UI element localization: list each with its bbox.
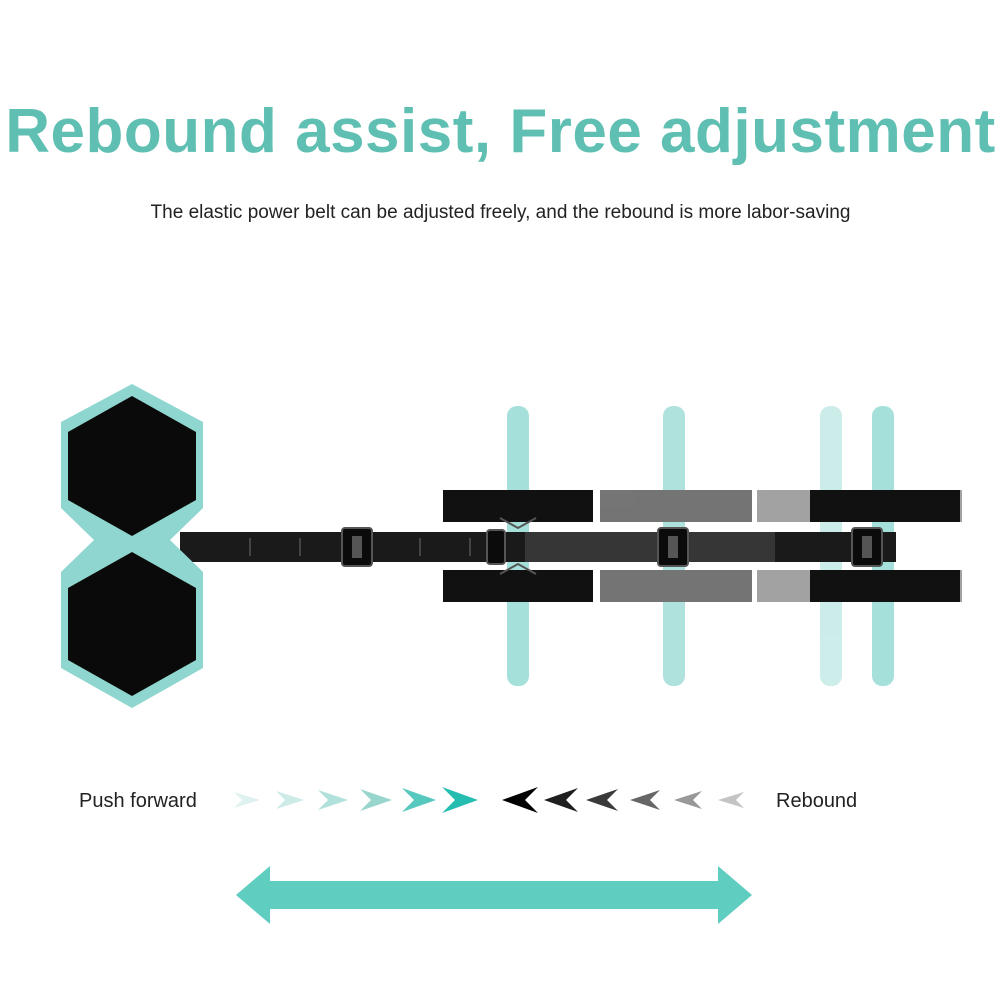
chevron-right-icon xyxy=(360,789,392,811)
rebound-chevrons xyxy=(502,787,744,813)
headline: Rebound assist, Free adjustment xyxy=(5,97,996,166)
chevron-left-icon xyxy=(718,792,744,808)
chevron-left-icon xyxy=(586,789,618,811)
chevron-right-icon xyxy=(402,788,436,812)
chevron-left-icon xyxy=(502,787,538,813)
rebound-label: Rebound xyxy=(776,790,858,812)
push-chevrons xyxy=(234,787,478,813)
chevron-right-icon xyxy=(276,791,304,809)
chevron-right-icon xyxy=(442,787,478,813)
motion-legend: Push forward Rebound xyxy=(0,780,1001,824)
foot-pad xyxy=(61,384,203,708)
direction-arrows xyxy=(234,787,744,813)
push-forward-label: Push forward xyxy=(79,790,197,812)
chevron-right-icon xyxy=(318,790,348,810)
elastic-belt xyxy=(180,527,896,567)
chevron-left-icon xyxy=(630,790,660,810)
ab-roller-illustration xyxy=(61,384,962,708)
double-headed-arrow-icon xyxy=(236,866,752,924)
chevron-left-icon xyxy=(674,791,702,809)
chevron-right-icon xyxy=(234,792,260,808)
subheadline: The elastic power belt can be adjusted f… xyxy=(150,202,851,223)
chevron-left-icon xyxy=(544,788,578,812)
roller-ghost-2 xyxy=(600,406,752,686)
